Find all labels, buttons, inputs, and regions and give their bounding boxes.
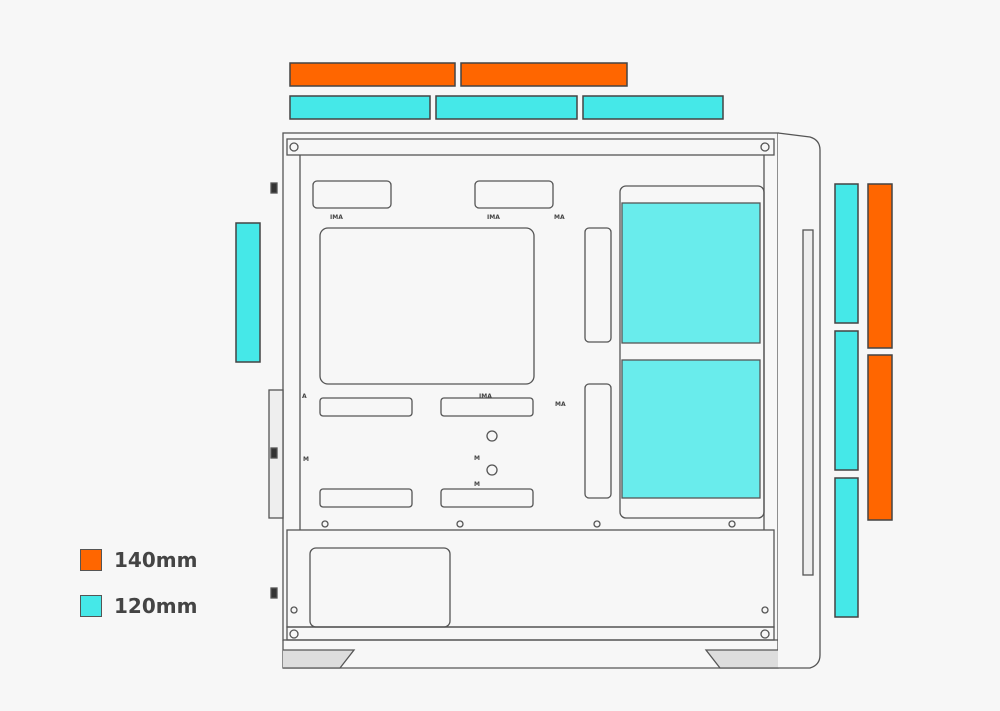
front-120mm-slot bbox=[834, 477, 859, 618]
top-140mm-slot bbox=[460, 62, 628, 87]
legend-swatch-cyan bbox=[80, 595, 102, 617]
front-120mm-slot bbox=[834, 330, 859, 471]
svg-text:A: A bbox=[302, 393, 307, 400]
svg-text:MA: MA bbox=[555, 401, 566, 408]
front-fans-installed bbox=[621, 202, 761, 499]
front-120mm-slot bbox=[834, 183, 859, 324]
legend-label: 120mm bbox=[114, 594, 198, 618]
legend-swatch-orange bbox=[80, 549, 102, 571]
svg-text:MA: MA bbox=[554, 214, 565, 221]
case-labels: IMA IMA MA IMA MA M M M A bbox=[302, 214, 566, 488]
svg-text:IMA: IMA bbox=[330, 214, 343, 221]
svg-text:M: M bbox=[474, 455, 480, 462]
top-120mm-slot bbox=[582, 95, 724, 120]
legend-item-120mm: 120mm bbox=[80, 594, 197, 618]
legend-label: 140mm bbox=[114, 548, 198, 572]
top-120mm-slot bbox=[435, 95, 578, 120]
svg-text:M: M bbox=[303, 456, 309, 463]
top-120mm-slot bbox=[289, 95, 431, 120]
rear-120mm-slot bbox=[235, 222, 261, 363]
svg-text:IMA: IMA bbox=[479, 393, 492, 400]
legend-item-140mm: 140mm bbox=[80, 548, 197, 572]
front-140mm-slot bbox=[867, 183, 893, 349]
front-140mm-slot bbox=[867, 354, 893, 521]
top-140mm-slot bbox=[289, 62, 456, 87]
installed-fan bbox=[621, 202, 761, 344]
installed-fan bbox=[621, 359, 761, 499]
svg-text:IMA: IMA bbox=[487, 214, 500, 221]
svg-text:M: M bbox=[474, 481, 480, 488]
